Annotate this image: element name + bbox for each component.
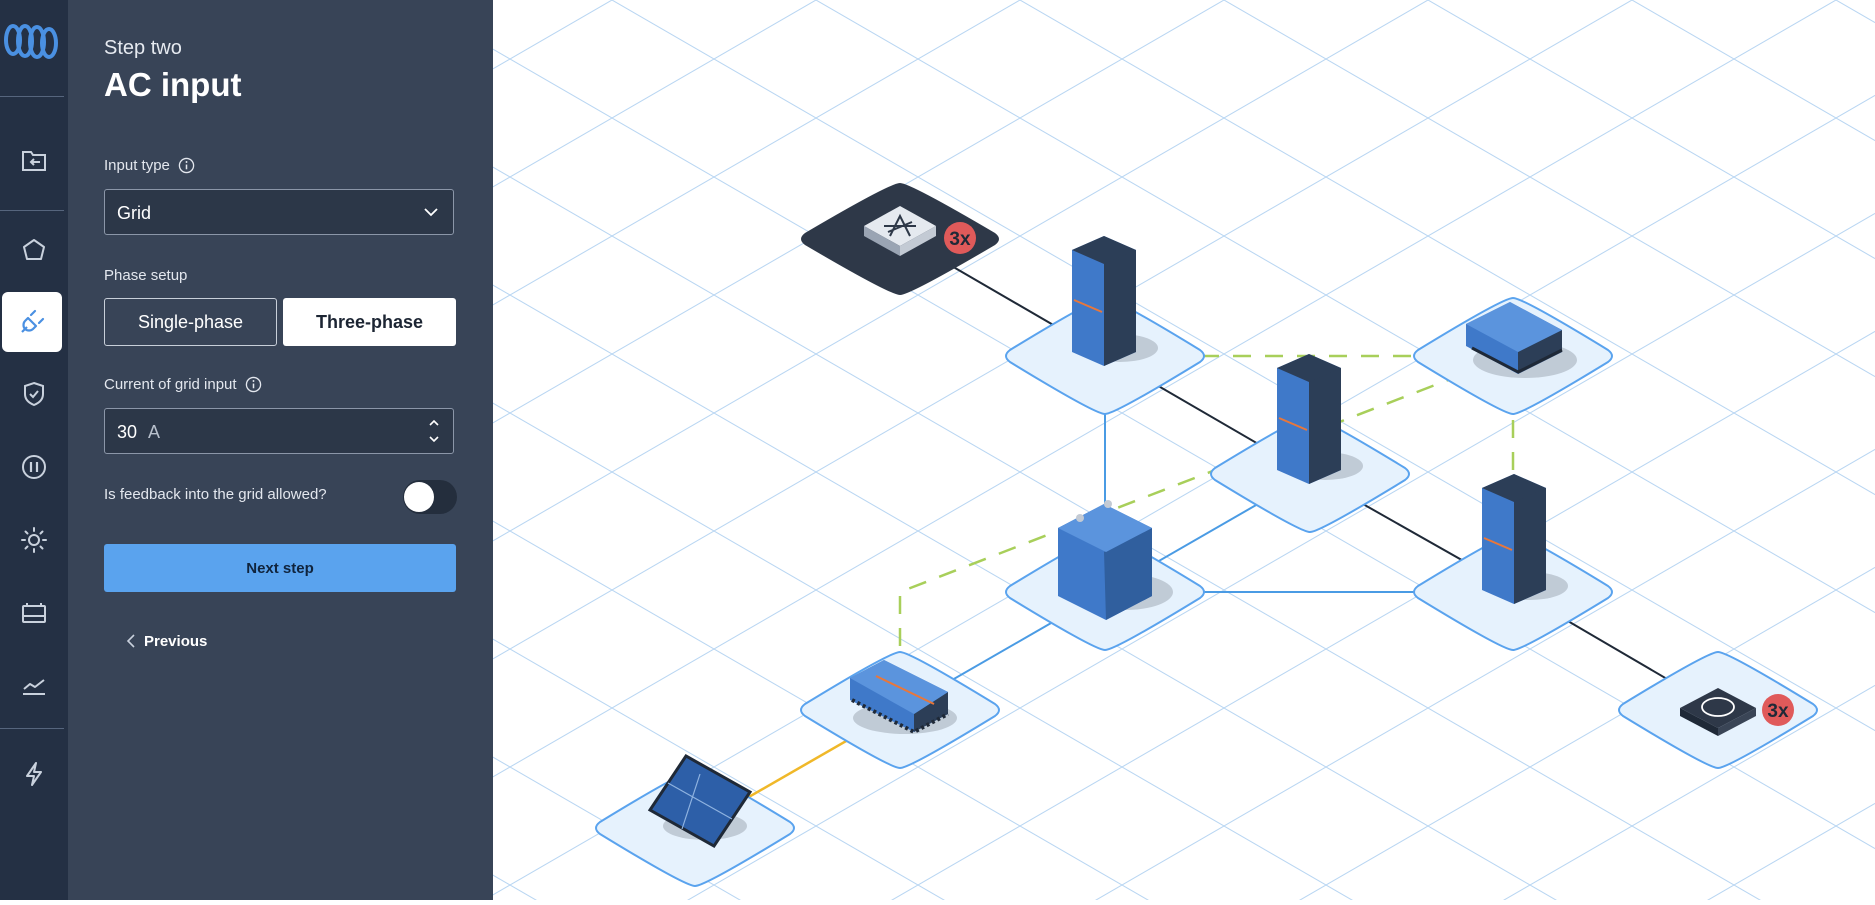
ac-loads-count-badge [1762,694,1794,726]
gx-device[interactable] [1466,302,1577,378]
rail-divider [0,96,64,97]
step-subtitle: Step two [104,37,182,59]
rail-divider [0,728,64,729]
inverter-charger-1[interactable] [1072,236,1158,366]
chevron-left-icon [126,634,135,648]
inverter-charger-2[interactable] [1277,354,1363,484]
current-unit: A [148,422,161,442]
isometric-grid [493,0,1875,900]
folder-back-icon [22,151,46,171]
rail-item-projects[interactable] [0,131,68,191]
solar-panel[interactable] [647,754,753,848]
input-type-label: Input type [104,157,170,174]
victron-logo[interactable] [2,20,62,60]
shield-check-icon [24,381,44,407]
system-diagram: 3x [493,0,1875,900]
lightning-icon [26,762,42,786]
rail-item-system[interactable] [0,220,68,280]
three-phase-button[interactable]: Three-phase [283,298,456,346]
battery-device[interactable] [1058,500,1173,620]
rail-item-battery[interactable] [0,583,68,643]
toggle-knob [404,482,434,512]
sine-wave-icon [1701,697,1735,717]
grid-count-label: 3x [949,229,971,250]
config-panel: Step two AC input Input type Grid Phase … [68,0,493,900]
nav-rail [0,0,68,900]
input-type-value: Grid [117,203,152,223]
rail-item-power[interactable] [0,744,68,804]
info-icon[interactable] [178,157,195,174]
current-input[interactable]: 30 A [104,408,454,454]
stepper-icon[interactable] [427,416,441,446]
pause-circle-icon [22,455,46,479]
solar-charge-controller[interactable] [850,660,957,735]
battery-icon [22,603,46,623]
input-type-label-row: Input type [104,157,195,174]
previous-label: Previous [144,632,208,650]
pylon-icon [884,213,916,237]
rail-item-solar[interactable] [0,510,68,570]
info-icon[interactable] [245,376,262,393]
feedback-label: Is feedback into the grid allowed? [104,486,327,503]
ac-loads-node[interactable]: 3x [1680,688,1794,736]
rail-item-analytics[interactable] [0,655,68,715]
phase-setup-label: Phase setup [104,267,188,284]
ac-loads-count-label: 3x [1767,701,1789,722]
previous-button[interactable]: Previous [126,630,207,652]
next-step-button[interactable]: Next step [104,544,456,592]
pentagon-icon [23,239,45,260]
plug-icon [21,309,45,333]
current-label: Current of grid input [104,376,237,393]
rail-item-protection[interactable] [0,364,68,424]
chevron-down-icon [424,208,438,217]
rail-item-ac-input[interactable] [2,292,62,352]
input-type-select[interactable]: Grid [104,189,454,235]
current-value: 30 [117,422,138,442]
page-title: AC input [104,66,242,103]
rail-item-pause[interactable] [0,437,68,497]
rail-divider [0,210,64,211]
inverter-charger-3[interactable] [1482,474,1568,604]
sun-icon [21,527,47,553]
grid-count-badge [944,222,976,254]
single-phase-button[interactable]: Single-phase [104,298,277,346]
current-label-row: Current of grid input [104,376,262,393]
grid-node[interactable]: 3x [801,183,999,295]
line-chart-icon [23,679,45,695]
feedback-toggle[interactable] [403,480,457,514]
